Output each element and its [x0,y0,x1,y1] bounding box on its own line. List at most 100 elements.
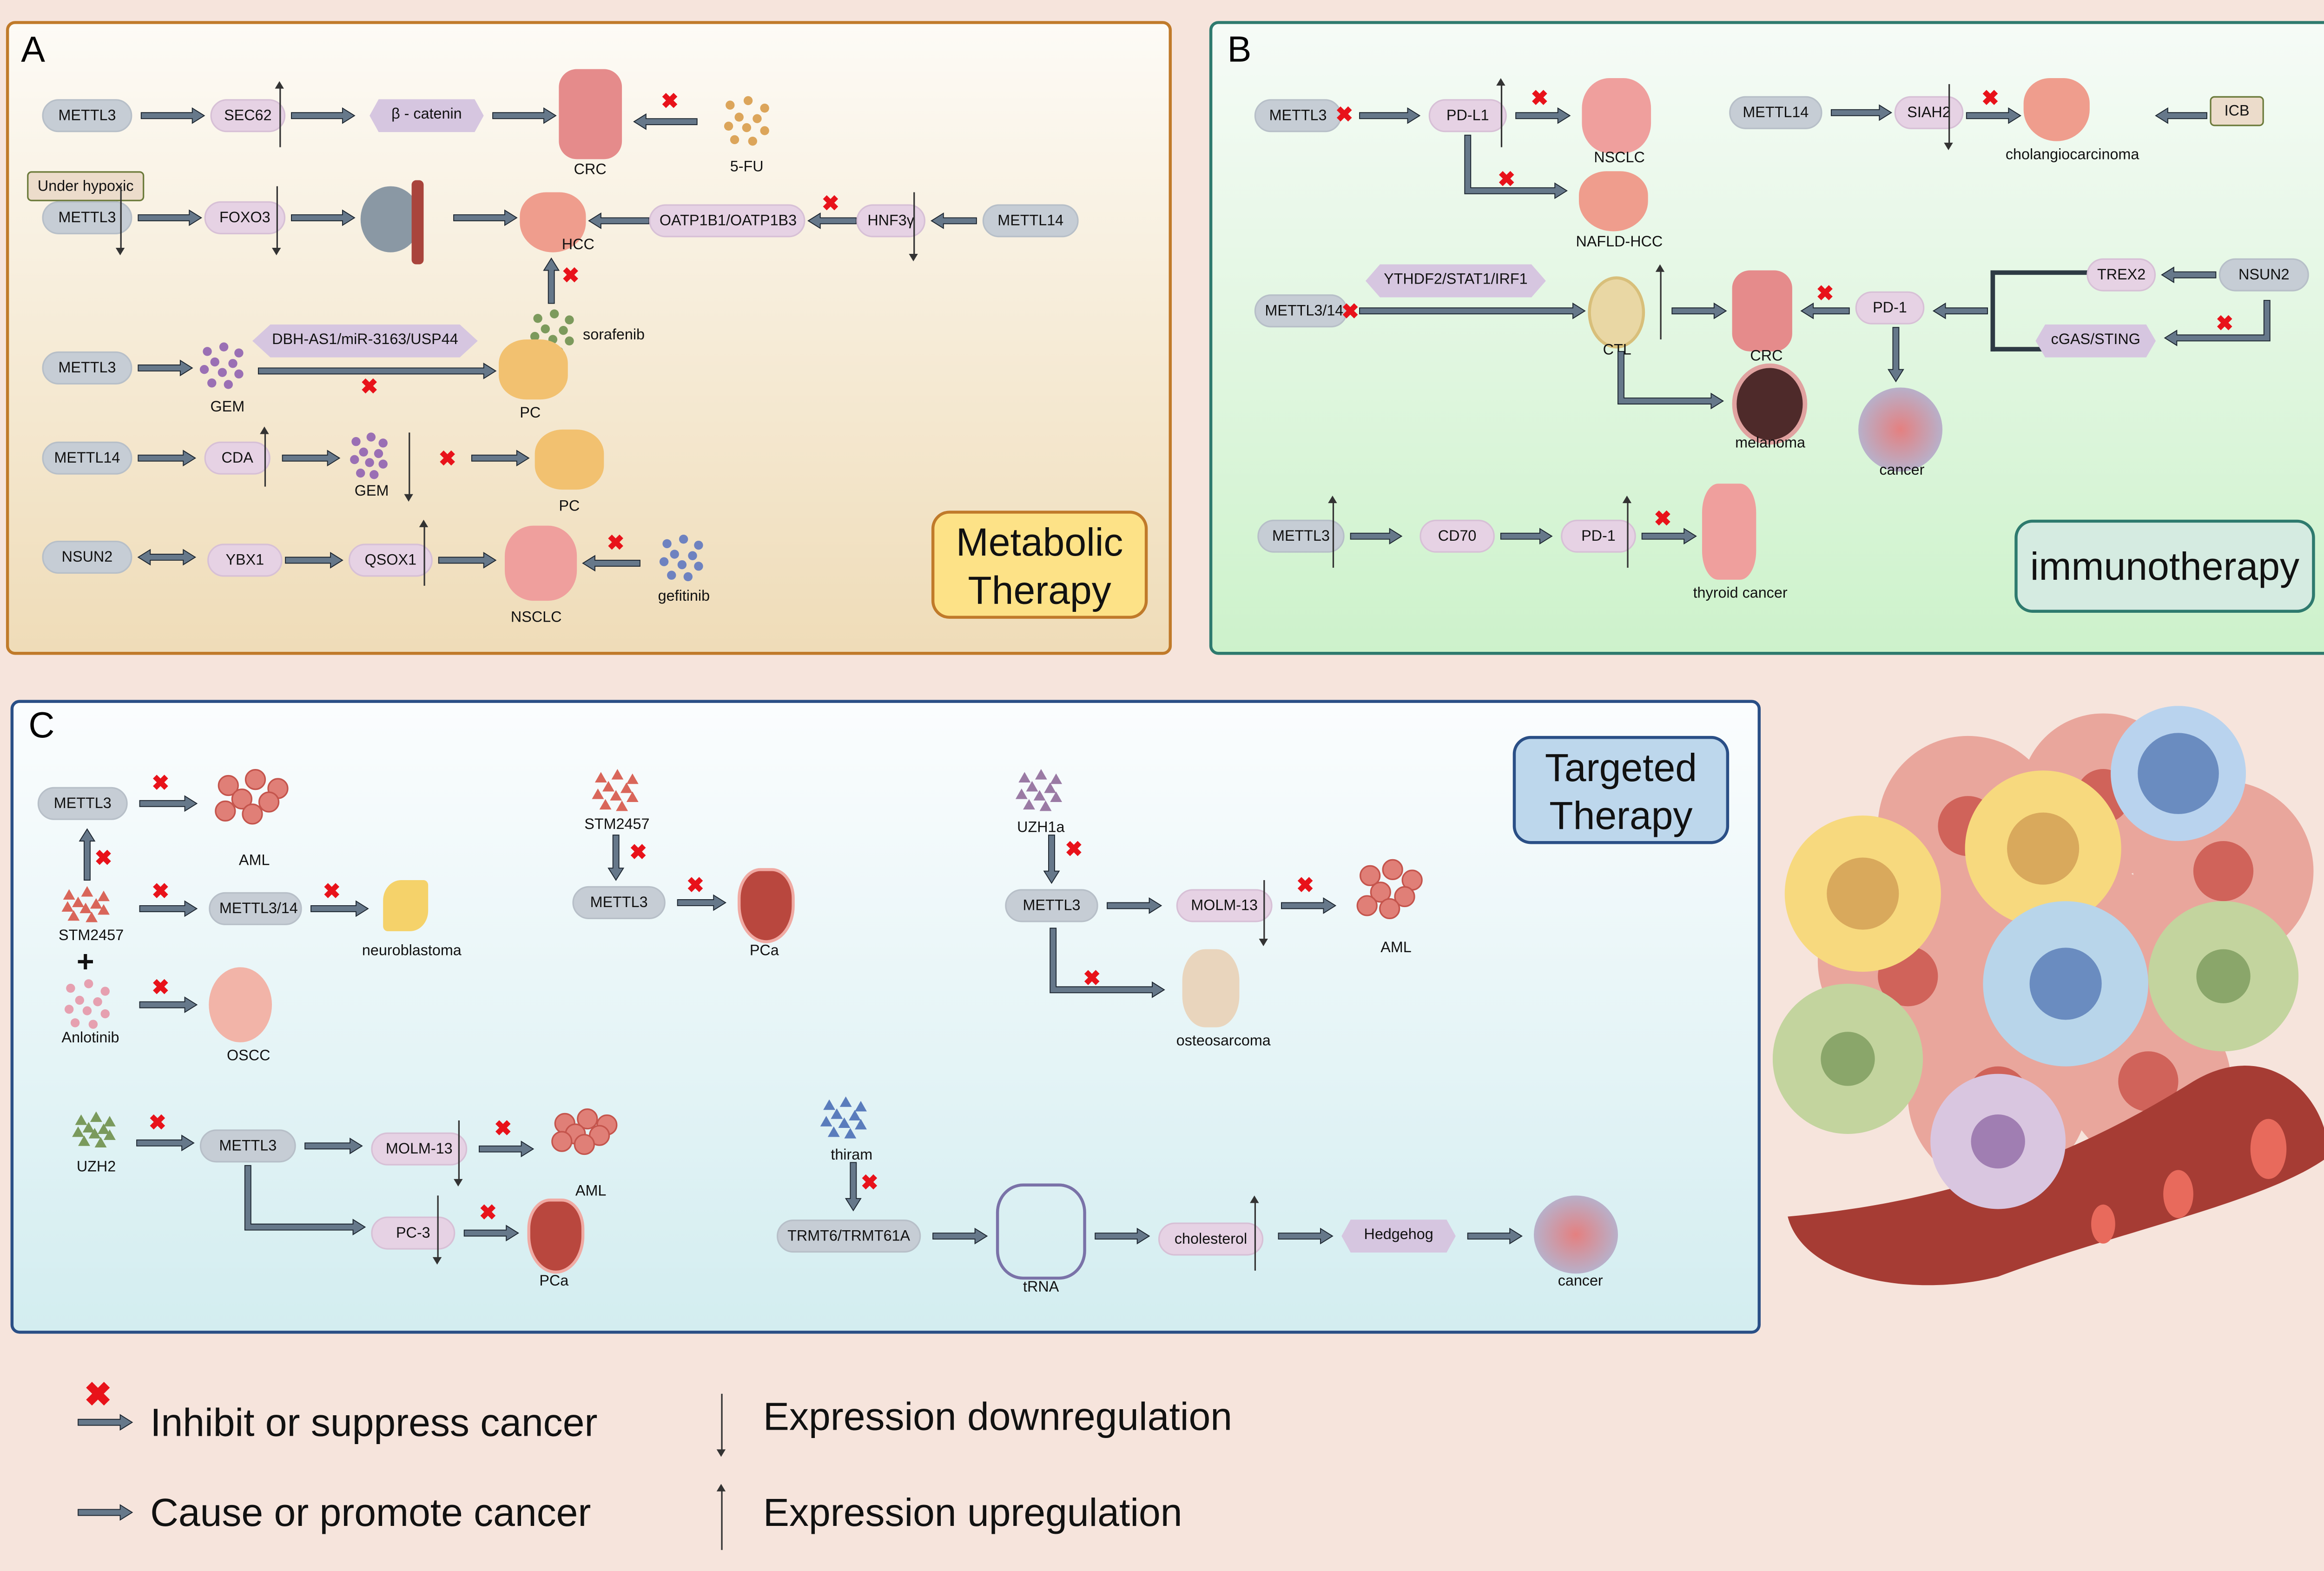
node-icb: ICB [2210,96,2264,126]
label-pca: PCa [539,1273,569,1290]
drug-triangle [609,789,621,801]
node-pd-1: PD-1 [1855,291,1925,325]
colon-icon [1732,270,1792,351]
inhibit-x-icon: ✖ [821,191,839,215]
drug-dot [687,551,697,561]
drug-dot [693,562,703,571]
inhibit-x-icon: ✖ [479,1200,497,1224]
thyroid-icon [1702,484,1756,580]
title-line2: Therapy [968,568,1111,613]
node-sec62: SEC62 [210,99,286,133]
node-ybx1: YBX1 [207,544,283,577]
promote-arrow [138,450,197,467]
downregulation-arrow [272,186,281,256]
drug-dot [234,349,243,358]
downregulation-arrow [1944,84,1953,151]
inhibit-arrow [845,1162,862,1212]
drug-dot [364,457,374,467]
arrow-shape [479,1140,535,1158]
inhibit-arrow [543,257,560,304]
legend-down-label: Expression downregulation [763,1393,1232,1439]
arrow-shape [1464,134,1568,199]
arrow-shape [543,257,560,304]
inhibit-arrow [582,555,640,572]
cell-icon [360,186,421,252]
drug-triangle [97,904,109,915]
arrow-shape [1359,302,1586,319]
node-siah2: SIAH2 [1894,96,1964,129]
aml-cells-icon [212,769,296,844]
arrow-shape [677,894,726,911]
label-trna: tRNA [1023,1279,1059,1296]
node-oatp1b1-oatp1b3: OATP1B1/OATP1B3 [649,204,805,238]
legend-upregulation-icon [716,1484,726,1550]
title-line1: Metabolic [956,519,1123,565]
promote-arrow [140,107,205,124]
inhibit-x-icon: ✖ [607,530,625,555]
drug-triangle [823,1100,835,1111]
drug-triangle [839,1096,852,1107]
drug-dot [99,986,109,995]
drug-dot [359,447,369,457]
drug-dot [730,134,739,144]
label-crc: CRC [574,162,607,179]
drug-dot [734,112,744,121]
label-gem: GEM [210,399,245,416]
arrowhead-up [260,426,269,434]
drug-dot [350,456,360,465]
branch-connector [1990,270,2088,351]
promote-arrow [291,209,356,226]
targeted-therapy-label: Targeted Therapy [1512,736,1730,844]
drug-dot [662,539,672,548]
panel-letter: B [1227,30,1252,71]
drug-dot [379,438,389,448]
arrow-shape [471,450,530,467]
drug-dot [223,380,233,390]
drug-triangle [79,903,91,914]
arrow-shape [807,212,857,229]
node-ythdf2-pathway: YTHDF2/STAT1/IRF1 [1365,264,1546,298]
inhibit-arrow [1515,107,1571,124]
blast-cell [574,1134,595,1155]
node-molm-13: MOLM-13 [371,1132,468,1166]
inhibit-x-icon: ✖ [152,770,170,795]
bidirectional-arrow [137,549,197,566]
arrow-shape [139,996,198,1014]
drug-triangle [67,910,80,921]
promote-arrow [1618,351,1724,410]
inhibit-x-icon: ✖ [687,872,704,897]
drug-triangle [1035,769,1047,780]
promote-arrow [1350,528,1403,545]
upregulation-arrow [1655,264,1665,340]
arrow-shape [285,552,343,569]
promote-arrow [282,450,341,467]
drug-dot [88,1020,98,1029]
node-nsun2: NSUN2 [2218,258,2309,292]
drug-triangle [78,1135,91,1147]
drug-triangle [844,1127,856,1138]
label-aml: AML [238,853,270,870]
metabolic-therapy-label: Metabolic Therapy [931,510,1148,619]
drug-dot [741,123,751,133]
inhibit-x-icon: ✖ [1083,966,1101,990]
inhibit-x-icon: ✖ [438,446,456,471]
label-crc: CRC [1750,348,1783,365]
node-pc-3: PC-3 [371,1216,456,1250]
immunotherapy-label: immunotherapy [2014,519,2315,613]
label-hcc: HCC [561,237,594,254]
inhibit-x-icon: ✖ [148,1110,166,1134]
drug-dot [748,136,757,146]
label-thiram: thiram [831,1147,873,1164]
title-line1: Targeted [1545,745,1697,790]
promote-arrow [1467,1227,1523,1245]
drug-triangle [1050,774,1062,785]
blast-cell [1379,899,1400,920]
arrow-shape [438,552,497,569]
label-stm2457: STM2457 [59,928,124,945]
arrow-shape [1095,1227,1150,1245]
inhibit-x-icon: ✖ [1531,86,1549,110]
arrowhead-up [1496,78,1505,86]
arrow-shape [78,1504,133,1521]
arrow-shape [139,795,198,812]
drug-5fu-icon [721,96,775,150]
